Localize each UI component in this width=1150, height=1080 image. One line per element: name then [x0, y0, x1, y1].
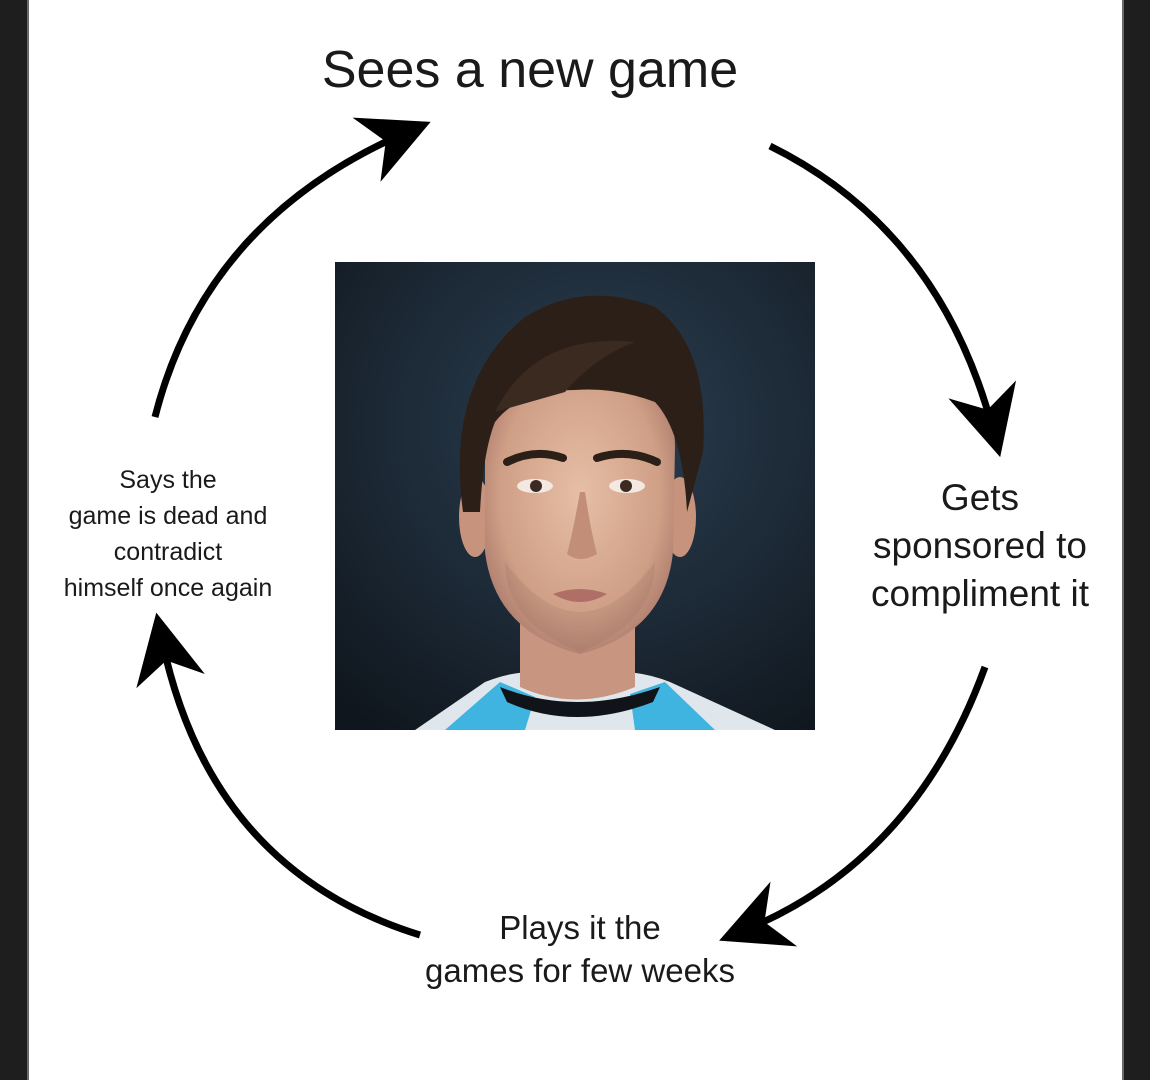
arrow-top-to-right [768, 142, 1017, 458]
left-border-line [27, 0, 29, 1080]
step-label-says-game-dead: Says the game is dead and contradict him… [63, 466, 273, 602]
right-border-line [1122, 0, 1124, 1080]
left-border [0, 0, 28, 1080]
arrow-right-to-bottom [719, 665, 989, 947]
portrait-photo [335, 262, 815, 730]
arrow-left-to-top [151, 117, 431, 418]
step-label-gets-sponsored: Gets sponsored to compliment it [871, 477, 1089, 614]
arrow-bottom-to-left [136, 612, 422, 939]
step-label-plays-it: Plays it the games for few weeks [425, 909, 735, 989]
person-portrait-icon [335, 262, 815, 730]
step-label-sees-new-game: Sees a new game [321, 41, 739, 99]
right-border [1122, 0, 1150, 1080]
